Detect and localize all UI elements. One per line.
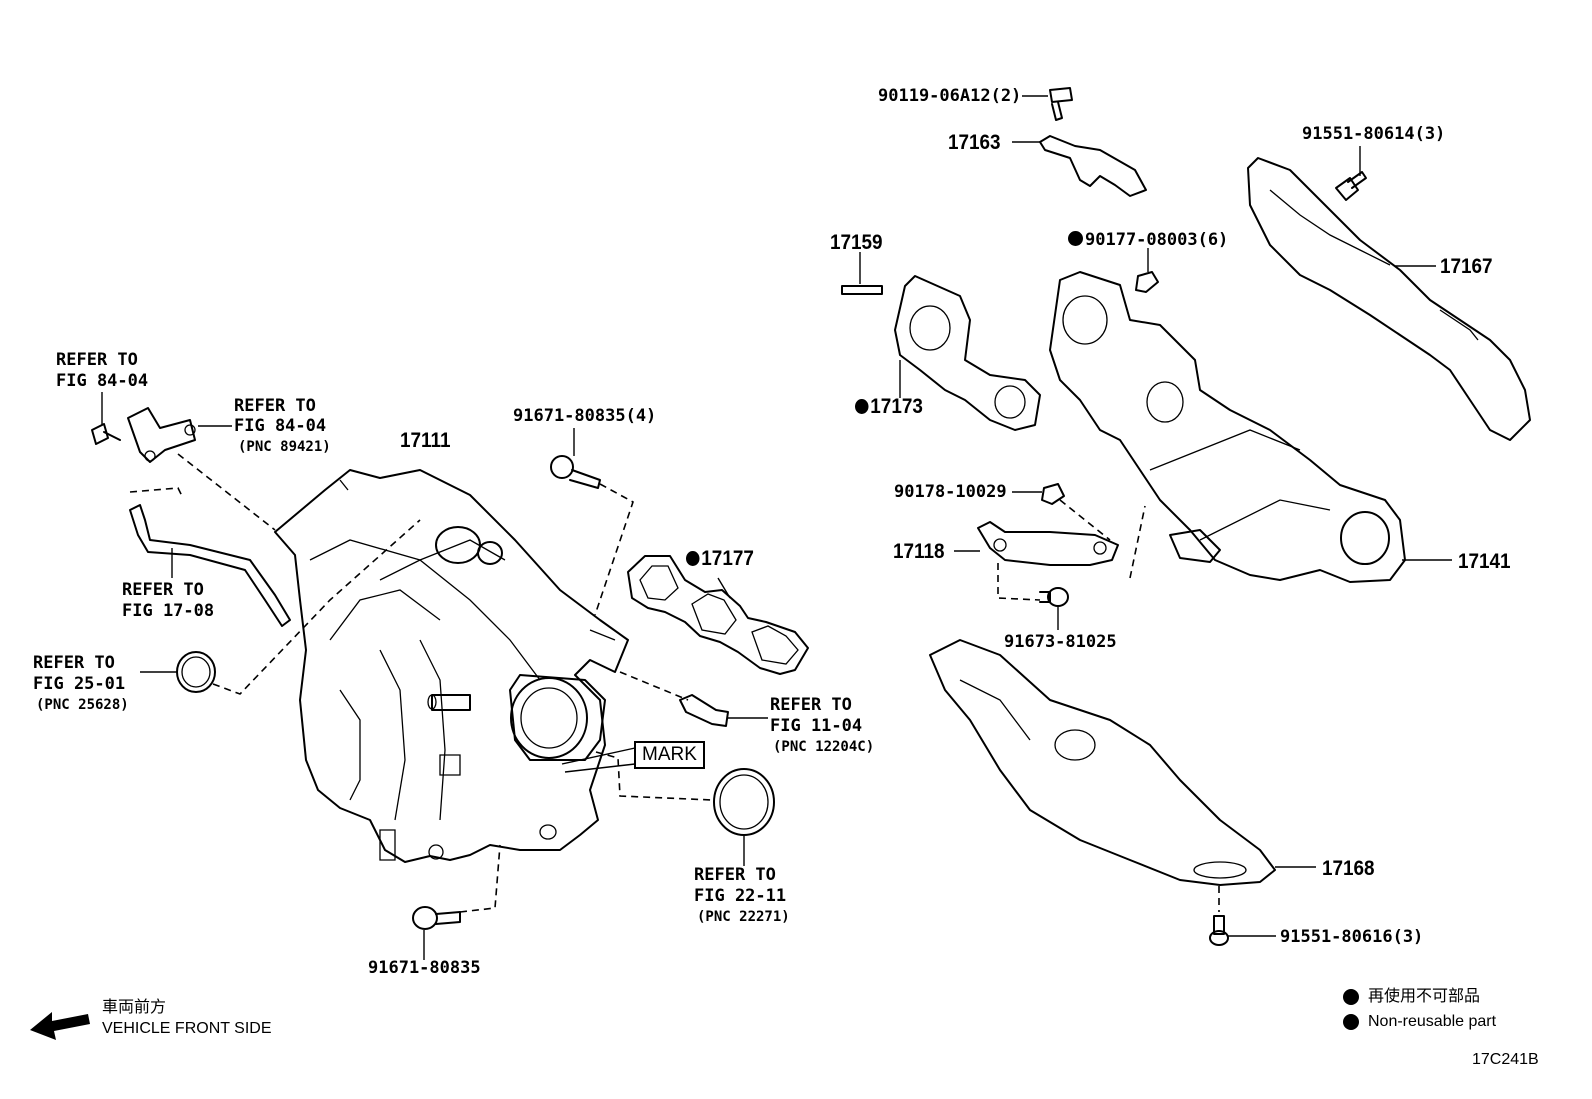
callout-17168: 17168 <box>1322 857 1375 880</box>
stud-17159[interactable] <box>841 285 883 295</box>
callout-91551-80616: 91551-80616(3) <box>1280 927 1424 947</box>
callout-17159: 17159 <box>830 231 883 254</box>
ref-11-04-line1: REFER TO <box>770 695 852 715</box>
ref-22-11-line2: FIG 22-11 <box>694 886 787 906</box>
ref-25-01-pnc: (PNC 25628) <box>36 697 129 713</box>
non-reusable-en: Non-reusable part <box>1368 1013 1497 1030</box>
ref-17-08-line1: REFER TO <box>122 580 204 600</box>
callout-17141: 17141 <box>1458 550 1511 573</box>
exhaust-manifold-17141[interactable] <box>1049 271 1406 583</box>
callout-17177: 17177 <box>686 547 754 571</box>
hose-ref-17-08[interactable] <box>129 504 291 627</box>
callout-90178-10029: 90178-10029 <box>894 482 1007 502</box>
non-reusable-dot-icon <box>1343 1014 1359 1030</box>
ref-84-04-line1: REFER TO <box>56 350 138 370</box>
bolt-91551-80614[interactable] <box>1335 171 1367 201</box>
intake-manifold-17111[interactable] <box>274 469 629 863</box>
bolt-91551-80616[interactable] <box>1209 915 1229 946</box>
bolt-91673-81025[interactable] <box>1039 587 1069 607</box>
mark-label: MARK <box>634 741 705 769</box>
nut-90177-08003[interactable] <box>1135 271 1159 293</box>
ref-17-08-line2: FIG 17-08 <box>122 601 215 621</box>
gasket-17173[interactable] <box>894 275 1041 431</box>
figure-id: 17C241B <box>1472 1051 1539 1068</box>
heat-insulator-17167[interactable] <box>1247 157 1531 441</box>
callout-91671-80835-4: 91671-80835(4) <box>513 406 657 426</box>
ref-11-04-line2: FIG 11-04 <box>770 716 863 736</box>
non-reusable-dot-icon <box>686 551 700 566</box>
ref-84-04b-line1: REFER TO <box>234 396 316 416</box>
callout-17111: 17111 <box>400 429 451 452</box>
callout-91551-80614: 91551-80614(3) <box>1302 124 1446 144</box>
callout-17173: 17173 <box>855 395 923 419</box>
bracket-17118[interactable] <box>977 521 1119 566</box>
sensor-ref-84-04[interactable] <box>127 407 196 463</box>
vehicle-front-jp: 車両前方 <box>102 999 167 1016</box>
vehicle-front-arrow-icon <box>30 1012 90 1040</box>
ref-11-04-pnc: (PNC 12204C) <box>773 739 875 755</box>
non-reusable-jp: 再使用不可部品 <box>1368 988 1481 1005</box>
ref-84-04-line2: FIG 84-04 <box>56 371 149 391</box>
callout-91673-81025: 91673-81025 <box>1004 632 1117 652</box>
ref-22-11-pnc: (PNC 22271) <box>697 909 790 925</box>
nut-90178-10029[interactable] <box>1041 483 1065 505</box>
gasket-ring-ref-22-11[interactable] <box>713 768 775 836</box>
bolt-91671-80835-4[interactable] <box>550 455 601 489</box>
gasket-17177[interactable] <box>627 555 809 675</box>
callout-17167: 17167 <box>1440 255 1493 278</box>
ref-25-01-line1: REFER TO <box>33 653 115 673</box>
ref-84-04b-line2: FIG 84-04 <box>234 416 327 436</box>
ref-84-04b-pnc: (PNC 89421) <box>238 439 331 455</box>
bolt-90119-06a12[interactable] <box>1049 87 1073 121</box>
heat-insulator-17168[interactable] <box>929 639 1276 886</box>
callout-17163: 17163 <box>948 131 1001 154</box>
callout-90177-08003: 90177-08003(6) <box>1068 230 1228 250</box>
ref-22-11-line1: REFER TO <box>694 865 776 885</box>
vehicle-front-en: VEHICLE FRONT SIDE <box>102 1020 272 1037</box>
gasket-ring-ref-25-01[interactable] <box>176 651 216 693</box>
bolt-ref-84-04[interactable] <box>91 423 121 445</box>
non-reusable-dot-icon <box>1343 989 1359 1005</box>
non-reusable-dot-icon <box>1068 231 1083 246</box>
bracket-17163[interactable] <box>1039 135 1147 197</box>
callout-90119-06a12: 90119-06A12(2) <box>878 86 1022 106</box>
non-reusable-dot-icon <box>855 399 869 414</box>
bolt-91671-80835[interactable] <box>412 906 461 930</box>
callout-91671-80835: 91671-80835 <box>368 958 481 978</box>
callout-17118: 17118 <box>893 540 945 563</box>
plug-ref-11-04[interactable] <box>679 694 729 727</box>
ref-25-01-line2: FIG 25-01 <box>33 674 126 694</box>
